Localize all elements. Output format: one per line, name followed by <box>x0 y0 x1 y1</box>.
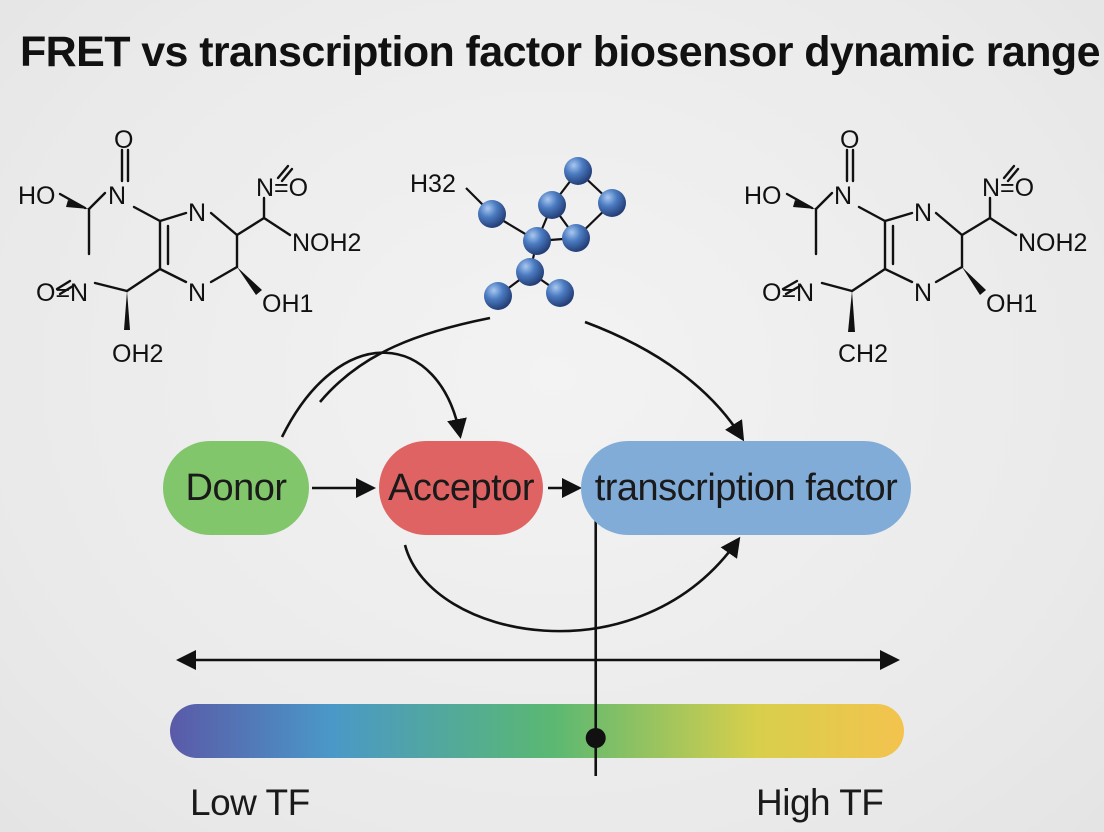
atom-label: OH1 <box>986 290 1037 318</box>
low-tf-label: Low TF <box>190 782 310 823</box>
bead <box>598 189 626 217</box>
bead <box>484 282 512 310</box>
atom-label: O <box>840 126 859 154</box>
atom-label: NOH2 <box>1018 229 1087 257</box>
atom-label: N <box>914 199 932 227</box>
high-tf-label: High TF <box>756 782 884 823</box>
atom-label: N <box>108 182 126 210</box>
atom-label: CH2 <box>838 340 888 368</box>
atom-label: HO <box>744 182 782 210</box>
atom-label: N=O <box>982 174 1034 202</box>
atom-label: N <box>188 279 206 307</box>
atom-label: N <box>188 199 206 227</box>
arrow-donor-to-acceptor-curve <box>280 351 467 439</box>
acceptor-node: Acceptor <box>379 441 543 535</box>
atom-label: NOH2 <box>292 229 361 257</box>
bead <box>478 200 506 228</box>
atom-label: O=N <box>762 279 814 307</box>
atom-label: N=O <box>256 174 308 202</box>
molecule-center: H32 <box>410 157 626 310</box>
bead <box>516 258 544 286</box>
atom-label: O=N <box>36 279 88 307</box>
molecule-right: O HO N N N=O NOH2 O=N N OH1 CH2 <box>744 126 1087 368</box>
atom-label: N <box>914 279 932 307</box>
atom-label: OH2 <box>112 340 163 368</box>
dynamic-range-gradient-bar <box>170 704 904 758</box>
atom-label: OH1 <box>262 290 313 318</box>
bead <box>546 279 574 307</box>
atom-label: O <box>114 126 133 154</box>
atom-label: HO <box>18 182 56 210</box>
molecule-left: O HO N N N=O NOH2 O=N N OH1 OH2 <box>18 126 361 368</box>
transcription-factor-node: transcription factor <box>581 441 911 535</box>
arrow-molecule-to-tf-curve <box>584 320 745 442</box>
tf-level-marker-dot <box>585 728 606 748</box>
diagram-title: FRET vs transcription factor biosensor d… <box>20 28 1101 76</box>
atom-label: N <box>834 182 852 210</box>
donor-node: Donor <box>163 441 309 535</box>
bead <box>523 227 551 255</box>
bead <box>564 157 592 185</box>
bead <box>562 224 590 252</box>
arrow-acceptor-to-tf-curve <box>403 536 741 633</box>
molecule-center-label: H32 <box>410 170 456 198</box>
arrow-molecule-link-curve <box>319 316 491 403</box>
bead <box>538 191 566 219</box>
